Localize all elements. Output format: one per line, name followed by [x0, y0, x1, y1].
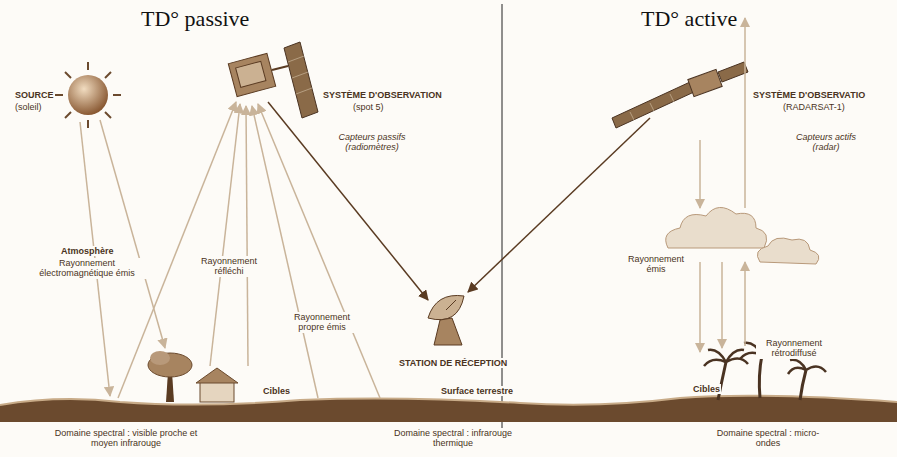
radiation-label: Rayonnement électromagnétique émis — [26, 258, 148, 279]
radiation-arrows — [80, 18, 745, 398]
sensor-label: Capteurs actifs (radar) — [790, 132, 862, 153]
reception-dish — [428, 295, 464, 345]
tree — [148, 351, 192, 402]
house — [196, 368, 238, 402]
radiation-label: Rayonnement rétrodiffusé — [756, 338, 832, 359]
sensor-label: Capteurs passifs (radiomètres) — [326, 132, 418, 153]
target-label: Cibles — [692, 384, 721, 394]
station-label: STATION DE RÉCEPTION — [398, 358, 508, 368]
atmosphere-label: Atmosphère — [60, 246, 115, 256]
ground-edge — [0, 396, 897, 405]
section-heading: TD° active — [640, 6, 738, 31]
target-label: Cibles — [262, 386, 291, 396]
source-label: SOURCE — [14, 90, 55, 100]
radiation-label: Rayonnement réfléchi — [196, 256, 262, 277]
ground — [0, 396, 897, 422]
system-label: SYSTÈME D'OBSERVATIO — [752, 90, 866, 100]
downlink-arrows — [268, 102, 650, 300]
source-note: (soleil) — [14, 102, 43, 112]
sun — [55, 62, 121, 128]
section-heading: TD° passive — [140, 6, 250, 31]
radiation-label: Rayonnement propre émis — [288, 312, 356, 333]
spectral-domain: Domaine spectral : infrarouge thermique — [392, 428, 514, 449]
system-note: (spot 5) — [352, 102, 385, 112]
spectral-domain: Domaine spectral : visible proche et moy… — [40, 428, 212, 449]
divider-line — [502, 4, 503, 445]
spot-satellite — [228, 42, 318, 118]
clouds — [666, 207, 819, 264]
radarsat-satellite — [612, 62, 748, 128]
radiation-label: Rayonnement émis — [626, 254, 686, 275]
system-label: SYSTÈME D'OBSERVATION — [322, 90, 443, 100]
system-note: (RADARSAT-1) — [782, 102, 846, 112]
surface-label: Surface terrestre — [440, 386, 514, 396]
spectral-domain: Domaine spectral : micro-ondes — [712, 428, 824, 449]
